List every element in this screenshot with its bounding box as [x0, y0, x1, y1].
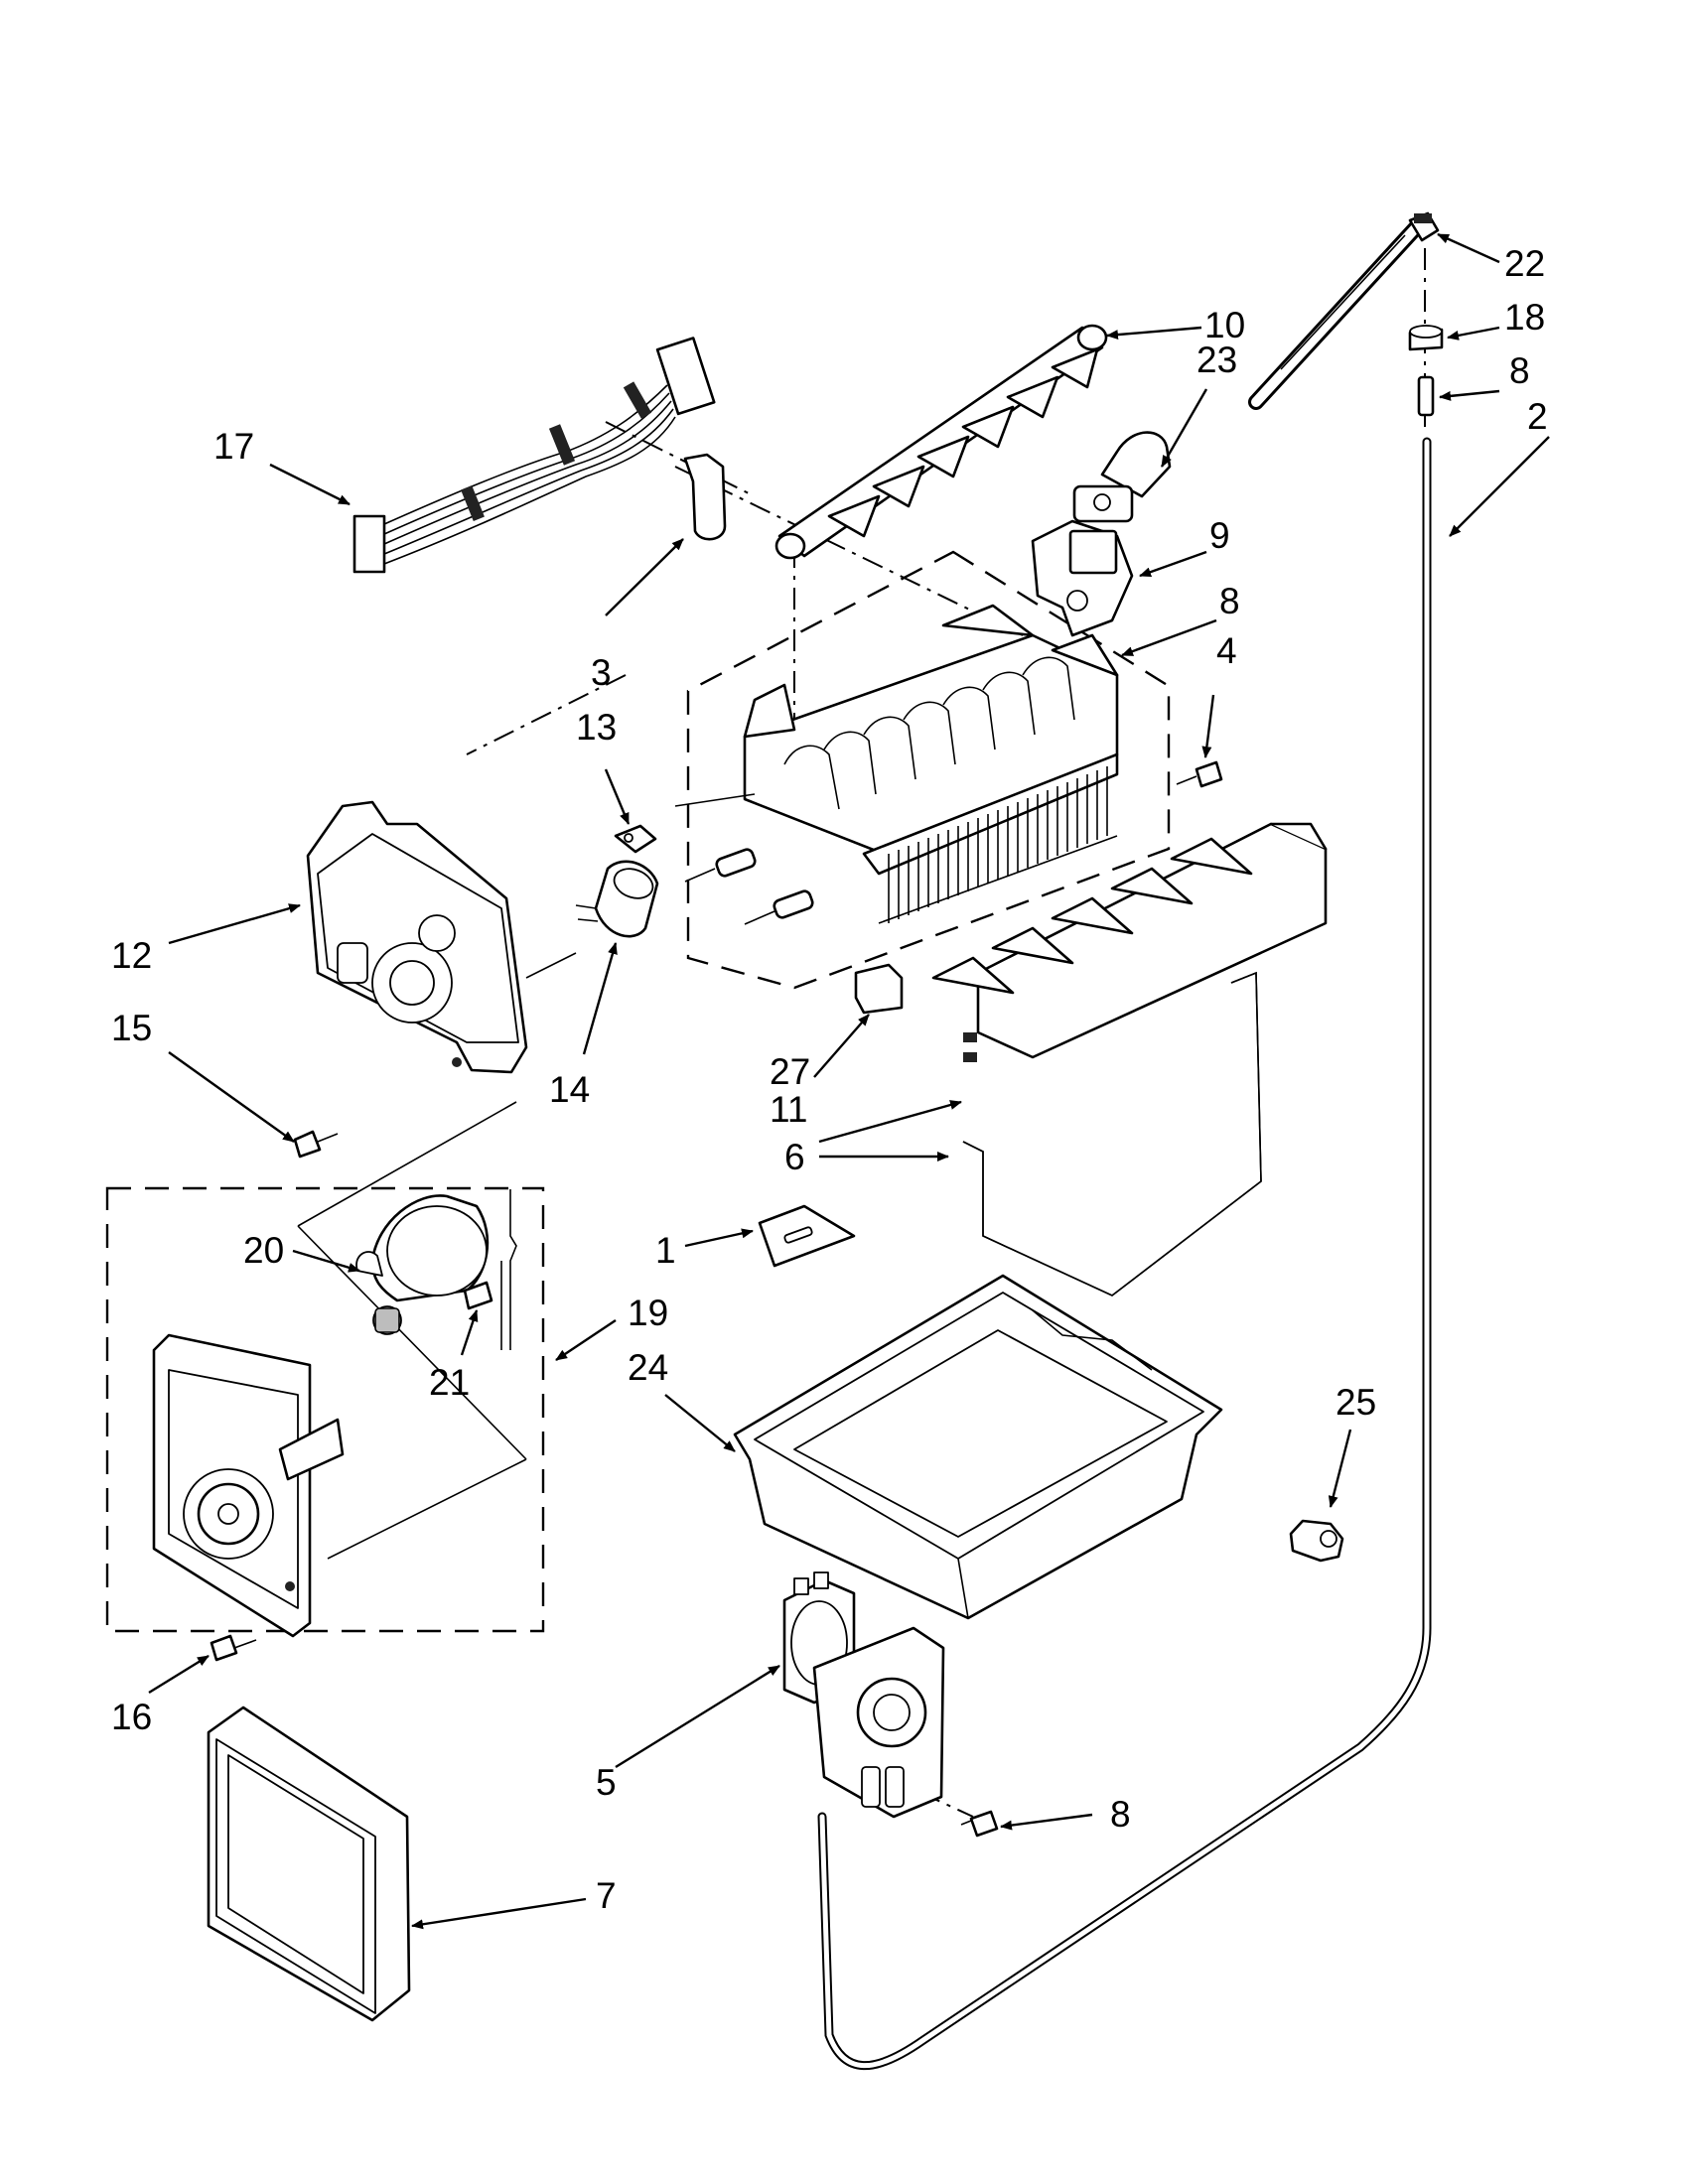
water-valve-part-5 [782, 1571, 945, 1819]
callout-8-lower: 8 [1110, 1794, 1131, 1835]
leader-lines [148, 232, 1550, 1930]
callout-7: 7 [596, 1875, 617, 1916]
bearing-part-24 [1072, 431, 1172, 523]
switch-part-22 [463, 1189, 517, 1350]
clip-part-27 [854, 963, 904, 1015]
callout-4: 4 [1216, 630, 1237, 671]
fill-tube-part-23 [1248, 211, 1440, 410]
screw-part-4 [1176, 760, 1223, 788]
callout-24: 23 [1196, 340, 1237, 380]
ice-maker-assembly-dashed-outline [686, 550, 1171, 990]
screw-part-16 [293, 1130, 339, 1159]
callout-13: 12 [111, 935, 152, 976]
callout-25: 24 [628, 1347, 668, 1388]
callout-22: 21 [429, 1362, 470, 1403]
wire-harness-part-18 [352, 337, 716, 574]
bracket-part-1 [758, 1204, 856, 1268]
callout-3: 3 [591, 652, 612, 693]
callout-17: 16 [111, 1697, 152, 1737]
motor-part-21 [355, 1194, 490, 1335]
callout-2: 2 [1527, 396, 1548, 437]
water-tube-part-2 [817, 437, 1432, 2071]
motor-module-assembly-dashed-outline [105, 1186, 545, 1633]
housing-part-13 [306, 800, 577, 1074]
callout-15: 14 [549, 1069, 590, 1110]
ejector-part-11 [774, 324, 1108, 560]
callout-5: 5 [596, 1762, 617, 1803]
callout-27: 27 [770, 1051, 810, 1092]
callout-11: 10 [1204, 305, 1245, 345]
fitting-part-8-upper [1417, 375, 1435, 417]
module-plate-part-20 [152, 1333, 345, 1638]
callout-20: 19 [628, 1293, 668, 1333]
clip-part-3 [683, 453, 727, 541]
callout-12: 11 [770, 1089, 807, 1130]
screw-part-17 [210, 1634, 257, 1662]
callout-6: 6 [784, 1137, 805, 1177]
stripper-part-12 [931, 822, 1328, 1062]
callout-1: 1 [655, 1230, 676, 1271]
callout-19: 18 [1504, 297, 1545, 338]
shutoff-arm-part-6 [962, 971, 1262, 1297]
bracket-part-10 [1031, 519, 1134, 637]
callout-8-upper: 8 [1509, 350, 1530, 391]
screw-part-8-lower [960, 1810, 999, 1838]
callout-18: 17 [213, 426, 254, 467]
mold-part-9 [674, 604, 1119, 925]
callout-10: 9 [1209, 515, 1230, 556]
grommet-part-19 [1408, 325, 1444, 351]
cover-part-7 [207, 1706, 411, 2022]
thermostat-part-15 [575, 860, 659, 938]
callout-14: 13 [576, 707, 617, 748]
callout-labels: 22 18 8 2 10 23 9 8 4 17 3 13 12 14 15 2… [111, 243, 1548, 1916]
callout-21: 20 [243, 1230, 284, 1271]
callout-9: 8 [1219, 581, 1240, 621]
callout-16: 15 [111, 1008, 152, 1048]
callout-26: 25 [1336, 1382, 1376, 1423]
ice-bin-part-25 [733, 1274, 1223, 1620]
clip-part-14 [614, 824, 657, 854]
callout-23: 22 [1504, 243, 1545, 284]
clamp-part-26 [1289, 1519, 1344, 1563]
